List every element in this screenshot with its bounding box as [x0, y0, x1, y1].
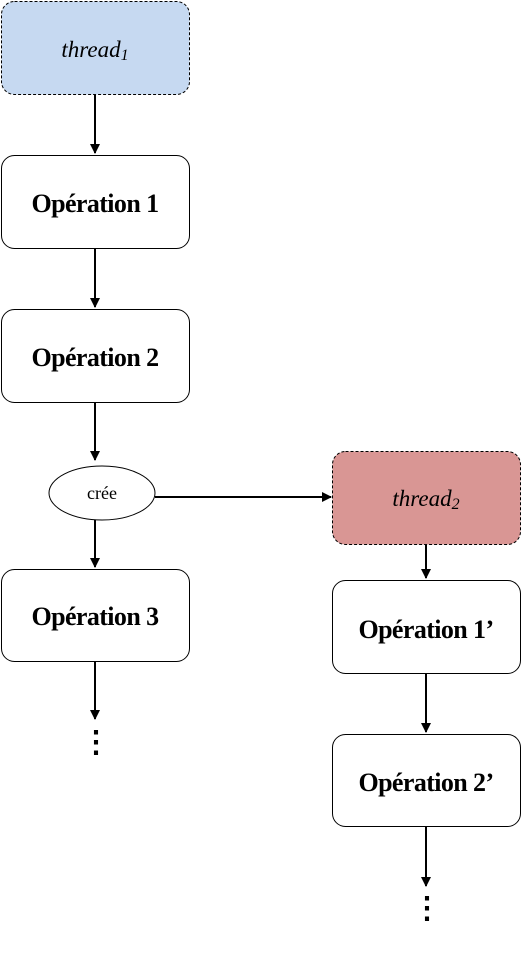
- operation-1-prime-node: Opération 1’: [332, 580, 521, 674]
- thread2-box: [332, 451, 521, 545]
- operation-1-node: Opération 1: [1, 155, 190, 249]
- cree-node: crée: [48, 465, 156, 521]
- operation-2-prime-node: Opération 2’: [332, 734, 521, 827]
- thread2-label: thread2: [392, 486, 459, 513]
- operation-2-node: Opération 2: [1, 309, 190, 403]
- operation-1-prime-label: Opération 1’: [358, 615, 493, 644]
- operation-2-label: Opération 2: [31, 343, 158, 372]
- operation-2-prime-box: [332, 734, 521, 827]
- operation-1-box: [1, 155, 190, 249]
- operation-2-prime-label: Opération 2’: [358, 768, 493, 797]
- thread2-node: thread2: [332, 451, 521, 545]
- left-continuation-ellipsis: ⋮: [81, 726, 111, 759]
- cree-ellipse: [48, 465, 156, 521]
- thread1-label: thread1: [61, 37, 128, 64]
- thread1-node: thread1: [1, 1, 190, 95]
- operation-3-box: [1, 569, 190, 662]
- operation-1-prime-box: [332, 580, 521, 674]
- operation-3-node: Opération 3: [1, 569, 190, 662]
- cree-label: crée: [87, 483, 117, 503]
- operation-2-box: [1, 309, 190, 403]
- thread1-box: [1, 1, 190, 95]
- operation-3-label: Opération 3: [31, 602, 159, 631]
- operation-1-label: Opération 1: [31, 189, 158, 218]
- right-continuation-ellipsis: ⋮: [412, 892, 442, 925]
